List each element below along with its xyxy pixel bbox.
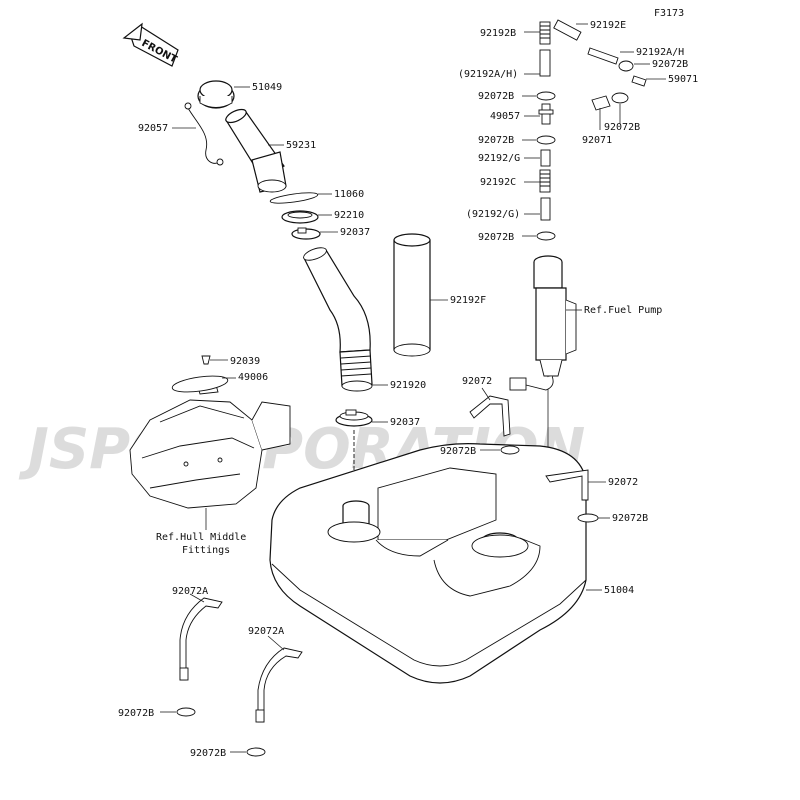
hose-stub-a: [539, 49, 551, 77]
label-49057: 49057: [490, 111, 520, 122]
ref-hull-line1: Ref.Hull Middle: [156, 532, 246, 543]
label-92072B-c: 92072B: [118, 708, 154, 719]
grommet-92039: [201, 355, 211, 365]
hull-bracket: [129, 377, 291, 509]
filler-neck: [225, 108, 287, 193]
label-92192E: 92192E: [590, 20, 626, 31]
label-92072B-b: 92072B: [612, 513, 648, 524]
strap-92072A-left: [179, 597, 223, 681]
clip-92072B-d: [246, 747, 266, 757]
label-92037-mid: 92037: [390, 417, 420, 428]
label-92057: 92057: [138, 123, 168, 134]
pad-49006: [171, 375, 229, 393]
fuel-pump: [509, 255, 577, 391]
label-92072B-i: 92072B: [478, 232, 514, 243]
label-59071: 59071: [668, 74, 698, 85]
label-92072B-a: 92072B: [440, 446, 476, 457]
label-92072-a: 92072: [462, 376, 492, 387]
valve-92071: [591, 95, 611, 111]
strap-92072A-right: [255, 647, 303, 723]
fuel-tank: [269, 443, 587, 684]
label-92072B-e: 92072B: [652, 59, 688, 70]
protector-tube: [393, 233, 431, 357]
clip-92072B-i: [536, 231, 556, 241]
fuel-cap: [197, 80, 235, 109]
hose-92192B: [539, 21, 551, 45]
label-59231: 59231: [286, 140, 316, 151]
hose-92192E: [553, 19, 582, 41]
o-ring: [269, 192, 319, 204]
label-92072B-h: 92072B: [604, 122, 640, 133]
label-92037-top: 92037: [340, 227, 370, 238]
label-92192G: 92192/G: [478, 153, 520, 164]
fitting-49057: [538, 103, 554, 125]
label-92192D: 921920: [390, 380, 426, 391]
label-92192G-paren: (92192/G): [466, 209, 520, 220]
label-92071: 92071: [582, 135, 612, 146]
strap-92072-lower: [545, 469, 589, 501]
label-49006: 49006: [238, 372, 268, 383]
label-92072B-d: 92072B: [190, 748, 226, 759]
label-92210: 92210: [334, 210, 364, 221]
hose-clamp-top: [291, 227, 321, 240]
clip-92072B-a: [500, 445, 520, 455]
hose-92192G: [540, 149, 551, 167]
clip-92072B-h: [611, 92, 629, 104]
clip-92072B-g: [536, 135, 556, 145]
label-92072-b: 92072: [608, 477, 638, 488]
tether-strap: [184, 102, 224, 166]
filler-seal: [281, 210, 319, 224]
label-92072A-1: 92072A: [172, 586, 208, 597]
ref-fuel-pump: Ref.Fuel Pump: [584, 305, 662, 316]
label-92039: 92039: [230, 356, 260, 367]
strap-92072-upper: [469, 395, 511, 437]
hose-clamp-mid: [335, 409, 373, 427]
label-92072A-2: 92072A: [248, 626, 284, 637]
hose-92192AH: [587, 47, 619, 65]
label-92072B-f: 92072B: [478, 91, 514, 102]
front-arrow-icon: FRONT: [122, 22, 179, 67]
label-51049: 51049: [252, 82, 282, 93]
label-51004: 51004: [604, 585, 634, 596]
filler-hose: [303, 247, 373, 392]
clip-92072B-f: [536, 91, 556, 101]
hose-stub-b: [540, 197, 551, 221]
label-92192B: 92192B: [480, 28, 516, 39]
label-92072B-g: 92072B: [478, 135, 514, 146]
ref-hull-line2: Fittings: [182, 545, 230, 556]
clip-92072B-b: [577, 513, 599, 523]
figure-code: F3173: [654, 8, 684, 19]
clip-92072B-c: [176, 707, 196, 717]
label-92192AH-paren: (92192A/H): [458, 69, 518, 80]
clip-92072B-e: [618, 60, 634, 72]
hose-92192C: [539, 169, 551, 193]
label-11060: 11060: [334, 189, 364, 200]
label-92192AH: 92192A/H: [636, 47, 684, 58]
label-92192C: 92192C: [480, 177, 516, 188]
fitting-59071: [631, 75, 647, 87]
label-92192F: 92192F: [450, 295, 486, 306]
